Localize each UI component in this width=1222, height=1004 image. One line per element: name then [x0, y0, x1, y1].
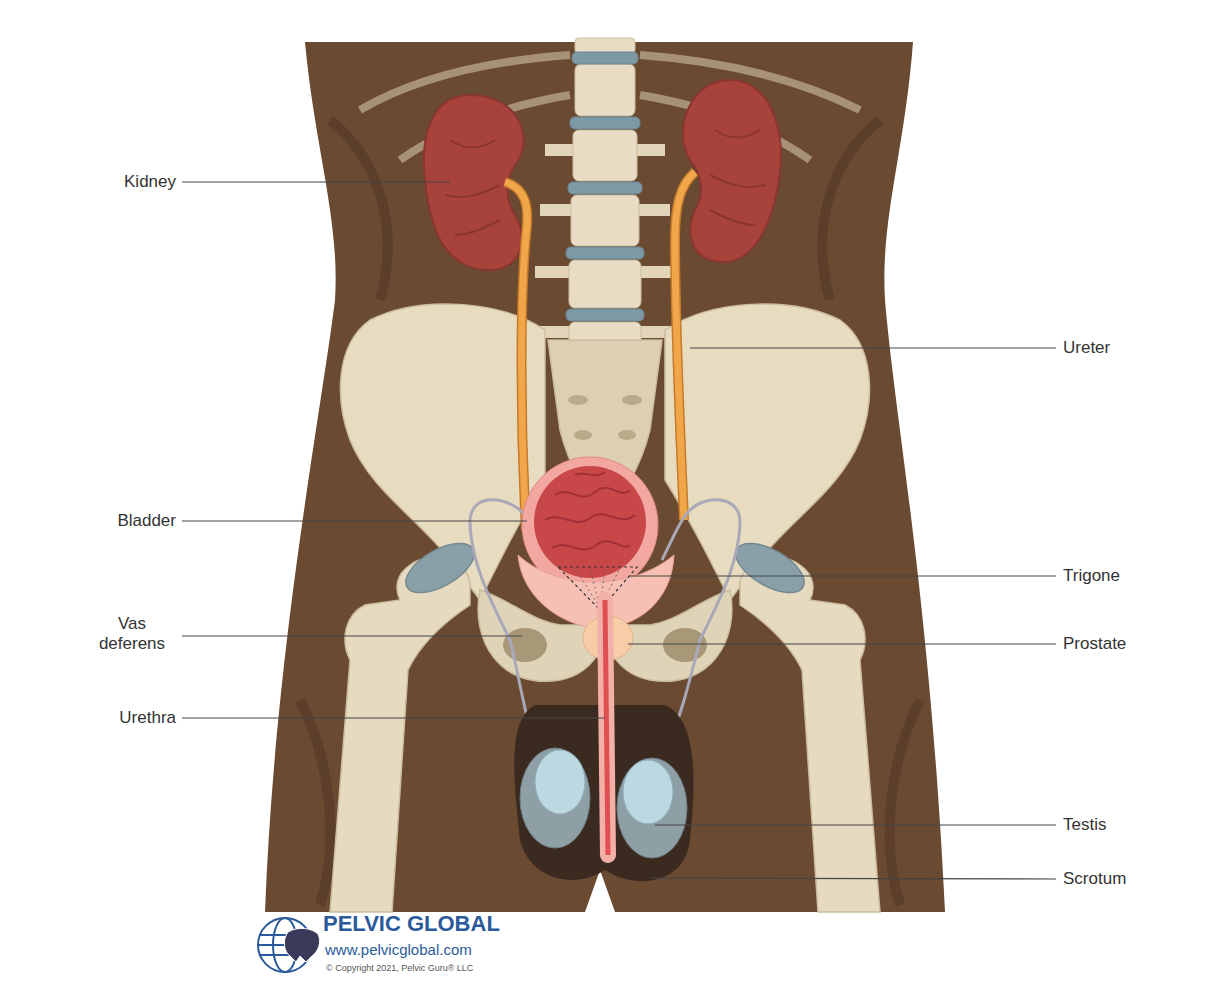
vertebra: [575, 64, 635, 116]
leader-line: [182, 717, 605, 718]
torso: [265, 42, 945, 912]
bladder: [518, 457, 674, 660]
femurs: [330, 533, 880, 912]
genitals: [514, 600, 693, 881]
sacral-foramen: [622, 395, 642, 405]
left-testis-capsule: [520, 748, 590, 848]
urethra-sheath: [605, 600, 608, 855]
right-kidney: [683, 80, 781, 262]
part-label: Urethra: [119, 708, 176, 728]
hip-cartilage: [398, 533, 482, 602]
urethra: [605, 600, 608, 855]
bladder-rugae: [545, 472, 635, 550]
torso-silhouette: [265, 42, 945, 912]
part-label: Trigone: [1063, 566, 1120, 586]
part-label: Scrotum: [1063, 869, 1126, 889]
kidney-lobe-lines: [445, 140, 500, 235]
leader-line: [690, 347, 1056, 348]
left-femur: [330, 558, 470, 912]
copyright-note: © Copyright 2021, Pelvic Guru® LLC: [326, 962, 473, 974]
obturator-foramen: [503, 628, 547, 662]
spine: [535, 38, 675, 382]
leader-line: [630, 575, 1056, 576]
spinal-disc: [566, 247, 644, 259]
leader-line: [182, 520, 527, 521]
right-testis: [623, 760, 673, 824]
leader-line: [628, 643, 1056, 644]
leader-lines: [182, 182, 1056, 879]
spinal-disc: [572, 52, 638, 64]
leader-line: [650, 878, 1056, 879]
bladder-lumen: [534, 466, 646, 578]
right-ureter: [675, 172, 695, 520]
hip-cartilage: [728, 533, 812, 602]
part-label: Testis: [1063, 815, 1106, 835]
left-ureter: [505, 182, 527, 530]
spinal-disc: [568, 182, 642, 194]
right-femur: [740, 558, 880, 912]
vertebra: [569, 260, 641, 308]
left-ureter: [505, 182, 527, 530]
part-label: Prostate: [1063, 634, 1126, 654]
logo-url: www.pelvicglobal.com: [325, 941, 472, 959]
logo-pelvis: [284, 928, 319, 962]
leader-line: [182, 181, 450, 182]
part-label: Ureter: [1063, 338, 1110, 358]
sacral-foramen: [618, 430, 636, 440]
left-testis: [535, 750, 585, 814]
logo-wordmark: PELVIC GLOBAL: [323, 912, 500, 936]
vertebra: [573, 130, 637, 181]
leader-line: [655, 824, 1056, 825]
kidneys: [424, 80, 781, 270]
spinal-disc: [566, 309, 644, 321]
logo-globe: [258, 918, 320, 972]
vertebra: [571, 195, 639, 246]
part-label: Kidney: [124, 172, 176, 192]
sacral-foramen: [568, 395, 588, 405]
spinal-disc: [570, 117, 640, 129]
leader-line: [182, 635, 522, 636]
obturator-foramen: [663, 628, 707, 662]
right-testis-capsule: [617, 758, 687, 858]
right-ureter: [675, 172, 695, 520]
part-label: Vas deferens: [88, 614, 176, 654]
sacral-foramen: [574, 430, 592, 440]
part-label: Bladder: [117, 511, 176, 531]
kidney-lobe-lines: [710, 130, 765, 225]
